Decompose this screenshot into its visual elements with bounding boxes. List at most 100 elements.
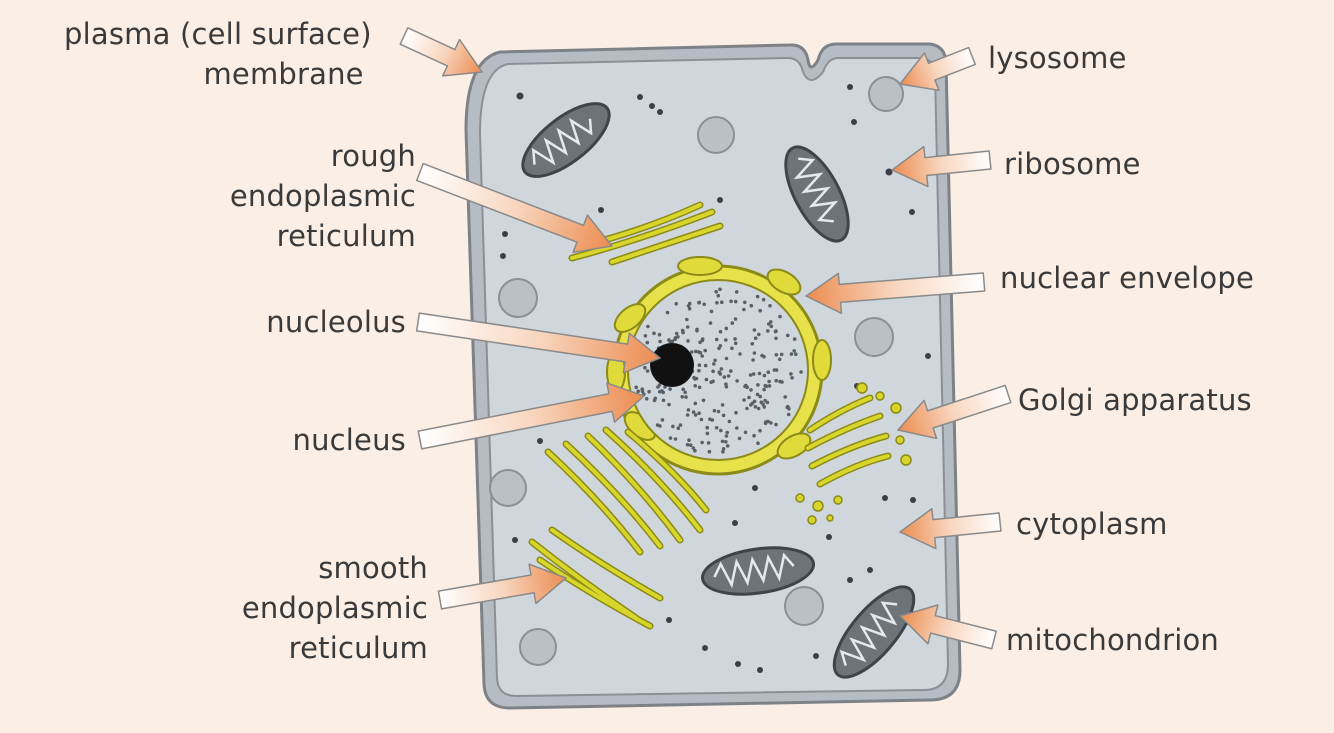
chromatin-dot: [766, 370, 771, 375]
chromatin-dot: [693, 448, 697, 453]
chromatin-dot: [742, 307, 746, 312]
chromatin-dot: [709, 309, 714, 314]
chromatin-dot: [761, 297, 766, 302]
chromatin-dot: [665, 310, 670, 315]
chromatin-dot: [774, 378, 778, 383]
chromatin-dot: [743, 430, 748, 435]
label-nuclear-envelope: nuclear envelope: [1000, 261, 1254, 295]
chromatin-dot: [706, 441, 711, 445]
chromatin-dot: [777, 357, 782, 362]
chromatin-dot: [734, 290, 739, 294]
chromatin-dot: [658, 424, 662, 428]
chromatin-dot: [794, 352, 798, 357]
golgi-apparatus: [795, 382, 912, 525]
chromatin-dot: [789, 352, 794, 356]
chromatin-dot: [687, 438, 691, 443]
chromatin-dot: [792, 337, 797, 341]
chromatin-dot: [724, 434, 729, 438]
chromatin-dot: [690, 350, 694, 354]
label-plasma-membrane: plasma (cell surface) membrane: [64, 17, 372, 91]
chromatin-dot: [744, 383, 748, 388]
chromatin-dot: [676, 335, 680, 339]
chromatin-dot: [756, 406, 761, 411]
chromatin-dot: [752, 399, 757, 404]
chromatin-dot: [687, 306, 692, 311]
chromatin-dot: [748, 373, 753, 377]
chromatin-dot: [696, 350, 701, 354]
chromatin-dot: [733, 341, 738, 346]
chromatin-dot: [712, 408, 717, 413]
chromatin-dot: [652, 331, 656, 336]
chromatin-dot: [756, 383, 760, 387]
chromatin-dot: [668, 436, 673, 440]
chromatin-dot: [658, 339, 662, 344]
label-ribosome: ribosome: [1004, 147, 1141, 181]
chromatin-dot: [778, 314, 782, 319]
chromatin-dot: [657, 332, 662, 337]
arrow-cytoplasm: [899, 507, 1002, 550]
chromatin-dot: [779, 352, 784, 357]
chromatin-dot: [724, 382, 728, 387]
chromatin-dot: [708, 321, 713, 325]
chromatin-dot: [636, 389, 640, 394]
chromatin-dot: [762, 405, 767, 409]
chromatin-dot: [722, 375, 727, 379]
chromatin-dot: [724, 356, 729, 361]
chromatin-dot: [753, 336, 758, 341]
chromatin-dot: [714, 426, 719, 430]
chromatin-dot: [700, 354, 704, 358]
chromatin-dot: [699, 417, 704, 422]
chromatin-dot: [726, 374, 731, 378]
chromatin-dot: [761, 402, 765, 407]
chromatin-dot: [705, 431, 710, 436]
nucleolus: [650, 343, 694, 387]
chromatin-dot: [758, 394, 762, 399]
chromatin-dot: [718, 344, 723, 348]
chromatin-dot: [750, 342, 755, 346]
chromatin-dot: [703, 348, 707, 353]
chromatin-dot: [719, 428, 723, 433]
chromatin-dot: [751, 372, 756, 376]
chromatin-dot: [697, 411, 701, 416]
chromatin-dot: [667, 338, 671, 342]
arrow-nucleus: [417, 382, 645, 450]
chromatin-dot: [749, 303, 754, 308]
chromatin-dot: [767, 379, 771, 384]
chromatin-dot: [727, 419, 732, 424]
chromatin-dot: [711, 369, 715, 374]
chromatin-dot: [702, 302, 706, 307]
chromatin-dot: [737, 436, 742, 441]
chromatin-dot: [676, 426, 681, 431]
chromatin-dot: [697, 368, 701, 373]
chromatin-dot: [673, 437, 678, 441]
chromatin-dot: [657, 390, 662, 394]
label-rough-er: rough endoplasmic reticulum: [229, 139, 416, 253]
chromatin-dot: [640, 387, 644, 392]
arrow-mitochondrion: [899, 604, 997, 650]
chromatin-dot: [684, 395, 688, 399]
chromatin-dot: [643, 365, 647, 370]
chromatin-dot: [718, 329, 723, 334]
chromatin-dot: [730, 321, 735, 325]
chromatin-dot: [786, 412, 791, 417]
chromatin-dot: [735, 379, 739, 383]
chromatin-dot: [766, 329, 770, 333]
chromatin-dot: [697, 385, 702, 390]
chromatin-dot: [767, 322, 771, 326]
chromatin-dot: [724, 326, 729, 331]
chromatin-dot: [685, 325, 690, 329]
chromatin-dot: [668, 387, 672, 391]
chromatin-dot: [718, 287, 722, 292]
chromatin-dot: [660, 418, 665, 422]
chromatin-dot: [755, 392, 760, 397]
chromatin-dot: [685, 413, 690, 417]
chromatin-dot: [713, 358, 717, 363]
label-lysosome: lysosome: [988, 41, 1127, 75]
chromatin-dot: [715, 301, 719, 305]
chromatin-dot: [691, 446, 696, 450]
chromatin-dot: [789, 372, 793, 376]
chromatin-dot: [790, 376, 794, 380]
chromatin-dot: [757, 371, 762, 376]
chromatin-dot: [764, 420, 768, 424]
